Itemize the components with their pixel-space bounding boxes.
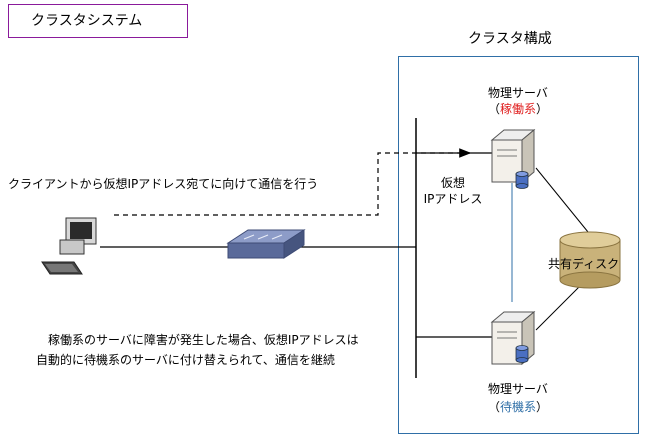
shared-disk-label: 共有ディスク (548, 257, 620, 271)
active-disk-link (535, 167, 589, 233)
cluster-frame (398, 56, 639, 434)
client-comm-note: クライアントから仮想IPアドレス宛てに向けて通信を行う (8, 177, 319, 191)
standby-role-open: （ (487, 400, 500, 414)
active-server-role: （稼働系） (468, 100, 568, 117)
active-server-icon (490, 128, 536, 189)
client-pc-icon (41, 217, 97, 275)
failover-note-line1: 稼働系のサーバに障害が発生した場合、仮想IPアドレスは (48, 333, 359, 347)
cluster-heading: クラスタ構成 (468, 31, 552, 47)
network-switch-icon (226, 229, 306, 259)
standby-role-close: ） (536, 400, 549, 414)
active-role-open: （ (487, 102, 500, 116)
client-request-path (114, 148, 472, 216)
standby-server-role: （待機系） (468, 398, 568, 415)
shared-disk-icon (559, 231, 621, 289)
active-role-close: ） (536, 102, 549, 116)
active-server-label: 物理サーバ (488, 86, 548, 100)
virtual-ip-label-line1: 仮想 (440, 176, 465, 190)
failover-note-line2: 自動的に待機系のサーバに付け替えられて、通信を継続 (36, 353, 335, 367)
active-role-text: 稼働系 (499, 102, 536, 116)
diagram-title: クラスタシステム (8, 4, 188, 38)
standby-server-icon (490, 310, 536, 366)
standby-server-label: 物理サーバ (488, 382, 548, 396)
standby-role-text: 待機系 (499, 400, 536, 414)
virtual-ip-label-line2: IPアドレス (423, 192, 483, 206)
